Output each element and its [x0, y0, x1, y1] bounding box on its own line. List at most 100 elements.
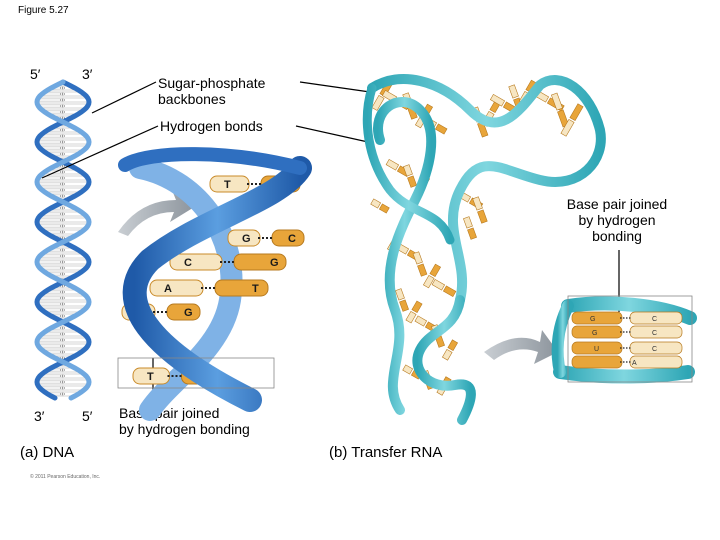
- dna-small-rung: [39, 253, 87, 259]
- dna-small-strand-b: [34, 79, 92, 401]
- dna-base-left: C: [184, 257, 192, 269]
- trna-base-bar: [472, 196, 488, 224]
- dna-small-rung: [39, 133, 87, 139]
- trna-base-bar: [431, 278, 457, 298]
- dna-small-rung: [41, 211, 85, 217]
- trna-backbone-1: [367, 74, 606, 305]
- trna-base-bar: [412, 251, 428, 277]
- dna-small-rung: [38, 343, 88, 349]
- trna-base-bar: [405, 300, 423, 324]
- dna-small-rung: [36, 379, 90, 385]
- dna-end-bottom-left: 3′: [34, 408, 45, 424]
- trna-backbone-2: [373, 97, 437, 415]
- dna-base-right: G: [270, 257, 279, 269]
- dna-small-rung: [38, 103, 88, 109]
- leader-hbonds-right: [295, 125, 369, 143]
- dna-small-rung: [44, 349, 82, 355]
- dna-closeup-top-strand: [118, 147, 307, 175]
- trna-structure: [362, 74, 606, 425]
- trna-base-bar: [463, 216, 477, 240]
- figure-title: Figure 5.27: [18, 5, 69, 16]
- trna-bases: [370, 79, 584, 396]
- trna-base-bar: [395, 288, 409, 312]
- dna-closeup-back-strand: [129, 157, 243, 421]
- dna-base-left: G: [242, 233, 251, 245]
- dna-base-left: T: [224, 179, 231, 191]
- dna-end-top-right: 3′: [82, 66, 93, 82]
- dna-small-rung: [38, 223, 88, 229]
- zoom-arrow-dna: [118, 190, 196, 236]
- zoom-arrow-trna: [484, 330, 558, 364]
- trna-inset-backbone-left: [551, 300, 574, 378]
- trna-inset-base-right: C: [652, 316, 657, 323]
- trna-inset-base-left: U: [594, 346, 599, 353]
- dna-bp-callout-box: [117, 357, 275, 389]
- leader-backbones-left: [91, 81, 157, 114]
- label-trna-bp-line1: Base pair joined: [566, 196, 668, 212]
- dna-small-rung: [39, 385, 87, 391]
- dna-base-right: T: [252, 283, 259, 295]
- trna-base-bar: [403, 164, 417, 188]
- trna-inset-base-left: G: [590, 316, 595, 323]
- label-backbones-line2: backbones: [158, 91, 226, 107]
- trna-inset-base-left: G: [592, 330, 597, 337]
- leader-lines: [41, 81, 620, 403]
- dna-small-rung: [38, 295, 88, 301]
- dna-small-rung: [37, 217, 89, 223]
- label-trna-bp-line2: by hydrogen: [578, 212, 656, 228]
- trna-backbone-3: [412, 295, 476, 425]
- dna-small-base-pairs: [36, 85, 90, 397]
- trna-base-bar: [370, 198, 390, 214]
- label-trna-base-pair: Base pair joined by hydrogen bonding: [552, 196, 682, 244]
- trna-inset-pair: A: [571, 355, 683, 369]
- trna-inset-base-right: C: [652, 346, 657, 353]
- trna-base-bar: [441, 339, 459, 361]
- dna-end-bottom-right: 5′: [82, 408, 93, 424]
- copyright-text: © 2011 Pearson Education, Inc.: [30, 474, 101, 480]
- dna-small-rung: [37, 301, 89, 307]
- dna-small-rung: [37, 181, 89, 187]
- dna-small-rung: [39, 265, 87, 271]
- label-sugar-phosphate-backbones: Sugar-phosphate backbones: [158, 75, 265, 107]
- trna-inset-base-right: A: [632, 360, 637, 367]
- label-dna-bp-line2: by hydrogen bonding: [119, 421, 250, 437]
- dna-small-helix: [34, 79, 92, 401]
- dna-small-rung: [39, 373, 87, 379]
- dna-end-top-left: 5′: [30, 66, 41, 82]
- trna-base-bar: [422, 263, 442, 289]
- caption-dna: (a) DNA: [20, 444, 75, 461]
- trna-inset-backbone-bottom: [553, 365, 695, 384]
- label-backbones-line1: Sugar-phosphate: [158, 75, 266, 91]
- dna-small-rung: [37, 337, 89, 343]
- dna-small-rung: [39, 145, 87, 151]
- trna-inset-base-right: C: [652, 330, 657, 337]
- trna-backbone-4: [362, 83, 455, 245]
- dna-base-left: T: [147, 371, 154, 383]
- dna-closeup-front-strand: [122, 156, 312, 412]
- dna-small-rung: [36, 259, 90, 265]
- dna-small-strand-a: [34, 79, 92, 401]
- dna-base-right: C: [288, 233, 296, 245]
- trna-base-bar: [550, 92, 570, 128]
- caption-trna: (b) Transfer RNA: [329, 444, 443, 461]
- dna-small-rung: [37, 97, 89, 103]
- dna-base-right: G: [184, 307, 193, 319]
- trna-base-bar: [560, 103, 584, 137]
- label-hydrogen-bonds: Hydrogen bonds: [160, 118, 263, 134]
- dna-small-rung: [36, 139, 90, 145]
- leader-hbonds-left: [41, 125, 159, 179]
- trna-inset-frame: [567, 295, 693, 383]
- leader-backbones-right: [299, 81, 371, 93]
- dna-base-left: A: [164, 283, 172, 295]
- dna-small-rung: [41, 91, 85, 97]
- label-trna-bp-line3: bonding: [592, 228, 642, 244]
